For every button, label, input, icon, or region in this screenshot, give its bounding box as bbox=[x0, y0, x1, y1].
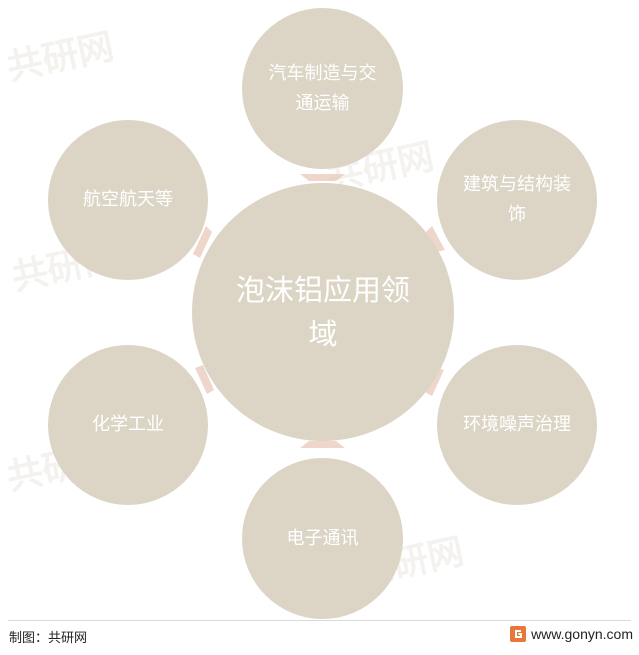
node-bottom-label: 电子通讯 bbox=[286, 527, 359, 549]
node-top-left: 航空航天等 bbox=[48, 120, 208, 280]
node-top-right: 建筑与结构装饰 bbox=[437, 120, 597, 280]
node-top-label: 汽车制造与交通运输 bbox=[268, 62, 377, 114]
connector-arrow bbox=[426, 226, 445, 252]
gonyn-logo-icon bbox=[510, 626, 527, 642]
footer-brand: www.gonyn.com bbox=[510, 626, 633, 642]
connector-arrow bbox=[425, 368, 444, 396]
application-diagram: 共研网 共研网 共研网 共研网 共研网 共研网 泡沫铝应用领域 汽车制造与交通运… bbox=[3, 8, 597, 619]
footer-divider bbox=[8, 620, 631, 621]
node-bottom-right-label: 环境噪声治理 bbox=[463, 414, 571, 435]
node-top: 汽车制造与交通运输 bbox=[242, 8, 403, 169]
node-bottom-right: 环境噪声治理 bbox=[437, 345, 597, 505]
connector-arrow bbox=[195, 365, 214, 394]
node-top-left-label: 航空航天等 bbox=[83, 189, 173, 210]
node-bottom-left-label: 化学工业 bbox=[92, 414, 164, 435]
svg-text:共研网: 共研网 bbox=[3, 26, 117, 89]
center-label: 泡沫铝应用领域 bbox=[235, 273, 410, 351]
connector-arrow bbox=[300, 174, 345, 181]
connector-arrow bbox=[193, 226, 212, 258]
node-bottom: 电子通讯 bbox=[242, 458, 403, 619]
node-bottom-left: 化学工业 bbox=[48, 345, 208, 505]
node-top-right-label: 建筑与结构装饰 bbox=[463, 174, 571, 225]
footer-website-link[interactable]: www.gonyn.com bbox=[531, 626, 633, 642]
footer-credit: 制图：共研网 bbox=[9, 631, 88, 646]
connector-arrow bbox=[300, 441, 345, 448]
center-node: 泡沫铝应用领域 bbox=[192, 183, 454, 441]
